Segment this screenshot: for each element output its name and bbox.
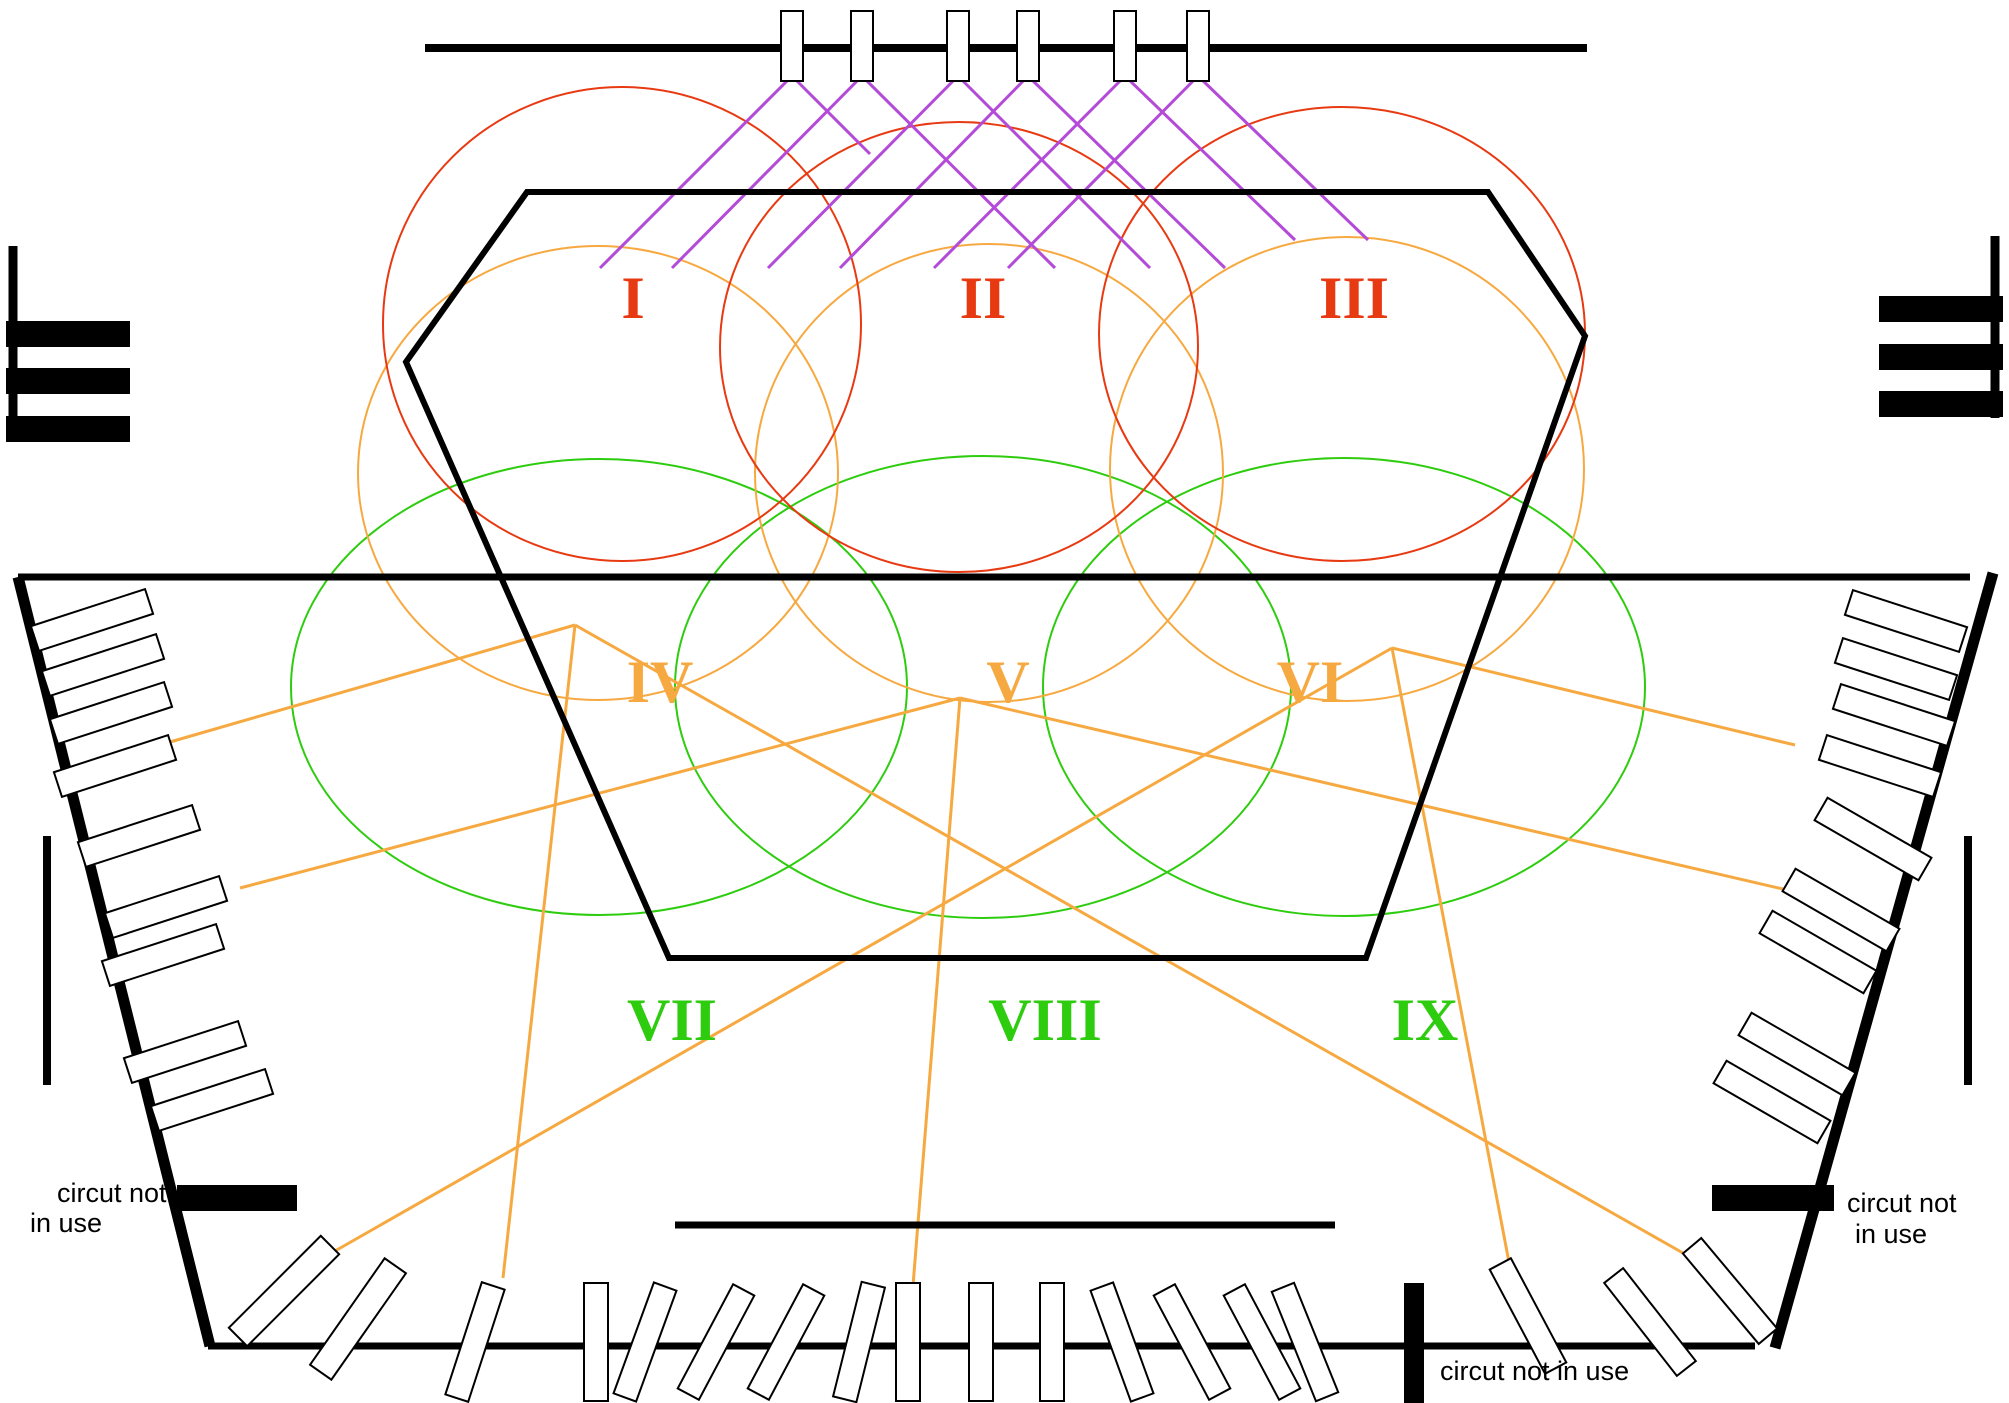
note-right-line1: circut not: [1847, 1188, 1957, 1218]
zone-label-3: III: [1319, 265, 1389, 331]
focus-circle-5: [754, 243, 1224, 703]
wire-top-7: [838, 74, 1030, 270]
stage-outline: [402, 189, 1589, 961]
fixture-15: [149, 1067, 275, 1133]
fixture-38: [1222, 1282, 1302, 1402]
fixture-9: [48, 680, 174, 746]
zone-label-2: II: [960, 265, 1007, 331]
wire-lower-1: [169, 623, 576, 744]
fixture-39: [1270, 1281, 1340, 1403]
wire-top-3: [670, 74, 864, 270]
focus-areas: [290, 86, 1646, 919]
note-left-line1: circut not: [57, 1178, 167, 1208]
fixture-40: [1488, 1256, 1568, 1376]
focus-circle-8: [719, 121, 1199, 573]
fixture-2: [850, 10, 874, 82]
fixture-7: [29, 587, 155, 653]
wire-lower-2: [501, 624, 577, 1279]
zone-label-6: VI: [1277, 649, 1344, 715]
zone-label-9: IX: [1392, 987, 1459, 1053]
note-left-line2: in use: [30, 1208, 102, 1238]
fixture-31: [746, 1282, 826, 1402]
focus-circle-7: [382, 86, 862, 562]
focus-circle-6: [1109, 236, 1585, 702]
fixture-18: [1831, 682, 1957, 748]
wire-lower-4: [239, 696, 961, 890]
fixture-25: [227, 1234, 341, 1348]
zone-label-7: VII: [627, 987, 717, 1053]
focus-circle-3: [1042, 457, 1646, 917]
fixture-21: [1781, 867, 1901, 953]
fixture-28: [583, 1282, 609, 1402]
fixture-10: [52, 733, 178, 799]
fixture-32: [831, 1280, 887, 1403]
fixture-19: [1817, 733, 1943, 799]
wire-lower-9: [1390, 647, 1514, 1279]
fixture-22: [1758, 909, 1878, 995]
lighting-fixtures: [29, 10, 1969, 1403]
wire-top-1: [598, 74, 794, 270]
zone-label-5: V: [986, 649, 1029, 715]
fixture-11: [76, 803, 202, 869]
fixture-26: [308, 1256, 408, 1382]
fixture-13: [100, 922, 226, 988]
wire-top-9: [932, 74, 1127, 270]
fixture-37: [1152, 1282, 1232, 1402]
zone-label-8: VIII: [988, 987, 1101, 1053]
wire-lower-8: [1391, 646, 1796, 747]
right-wall: [1769, 571, 1999, 1350]
stage-structure: [6, 44, 2003, 1403]
wire-top-12: [1196, 74, 1370, 242]
zone-label-4: IV: [627, 649, 694, 715]
wire-lower-5: [910, 697, 962, 1299]
wire-lower-6: [959, 696, 1801, 895]
fixture-12: [103, 874, 229, 940]
fixture-3: [946, 10, 970, 82]
fixture-23: [1737, 1011, 1857, 1097]
fixture-14: [122, 1019, 248, 1085]
note-right-line2: in use: [1855, 1219, 1927, 1249]
circuit-notes: circut not in use circut not in use circ…: [30, 1178, 1957, 1386]
fixture-29: [612, 1281, 678, 1403]
fixture-17: [1833, 636, 1959, 702]
zone-labels: I II III IV V VI VII VIII IX: [621, 265, 1458, 1053]
fixture-20: [1813, 796, 1933, 882]
wire-lower-3: [574, 623, 1684, 1255]
focus-circle-9: [1098, 106, 1586, 562]
fixture-5: [1113, 10, 1137, 82]
fixture-30: [676, 1282, 756, 1402]
wire-top-8: [1026, 74, 1227, 270]
focus-circle-4: [357, 245, 839, 701]
fixture-16: [1843, 588, 1969, 654]
wire-top-5: [766, 74, 960, 270]
fixture-8: [40, 632, 166, 698]
fixture-6: [1186, 10, 1210, 82]
wire-top-6: [956, 74, 1152, 270]
zone-label-1: I: [621, 265, 644, 331]
fixture-4: [1016, 10, 1040, 82]
fixture-27: [444, 1280, 506, 1403]
wire-top-11: [1006, 74, 1200, 270]
wire-lower-7: [334, 646, 1393, 1253]
wire-top-10: [1123, 74, 1297, 242]
fixture-wiring: [169, 74, 1801, 1299]
fixture-36: [1089, 1281, 1155, 1403]
focus-circle-2: [674, 455, 1292, 919]
wire-top-2: [790, 74, 872, 156]
fixture-42: [1681, 1236, 1779, 1346]
fixture-1: [780, 10, 804, 82]
note-bottom: circut not in use: [1440, 1356, 1629, 1386]
fixture-41: [1602, 1266, 1698, 1378]
fixture-33: [895, 1282, 921, 1402]
fixture-35: [1039, 1282, 1065, 1402]
fixture-34: [968, 1282, 994, 1402]
fixture-24: [1712, 1059, 1832, 1145]
wire-top-4: [860, 74, 1057, 270]
